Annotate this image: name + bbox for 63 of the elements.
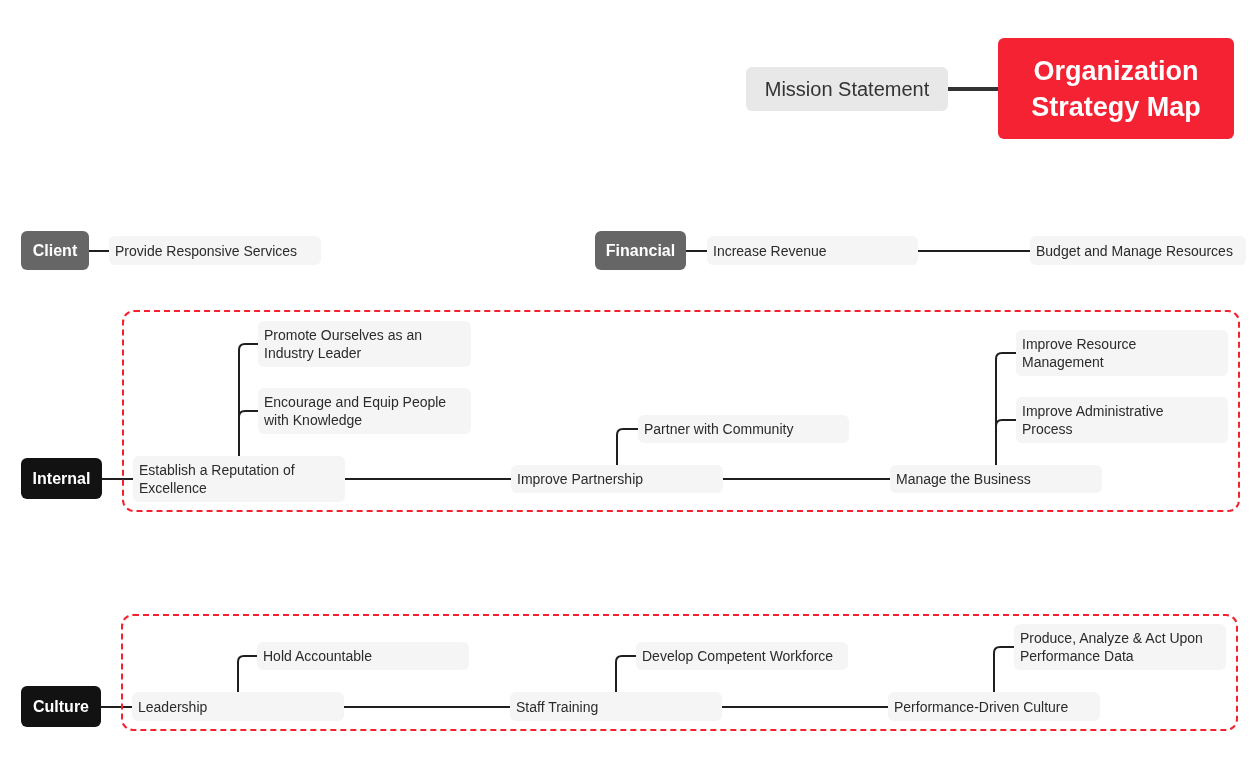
subtopic-text: Improve Partnership — [517, 470, 644, 488]
connector-line — [721, 706, 889, 708]
subtopic-text: Partner with Community — [644, 420, 794, 438]
subtopic-box — [133, 456, 345, 502]
subtopic-box — [257, 642, 469, 670]
subtopic-text: Increase Revenue — [713, 241, 827, 260]
topic-box — [746, 67, 948, 111]
subtopic-text: Develop Competent Workforce — [642, 647, 834, 665]
subtopic-text: Provide Responsive Services — [115, 241, 298, 260]
subtopic-text: Improve Administrative Process — [1022, 402, 1165, 438]
category-label: Culture — [33, 697, 89, 716]
subtopic-text: Leadership — [138, 697, 208, 716]
connector-line — [101, 478, 134, 480]
connector-line — [685, 250, 708, 252]
subtopic-box — [707, 236, 918, 265]
subtopic-text: Establish a Reputation of Excellence — [139, 461, 296, 497]
subtopic-box — [109, 236, 321, 265]
subtopic-text: Budget and Manage Resources — [1036, 241, 1233, 260]
connector-line — [238, 410, 259, 457]
topic-text: Mission Statement — [764, 77, 930, 101]
subtopic-box — [888, 692, 1100, 721]
subtopic-box — [1014, 624, 1226, 670]
dashed-boundary — [122, 310, 1240, 512]
subtopic-text: Performance-Driven Culture — [894, 697, 1069, 716]
subtopic-box — [1016, 330, 1228, 376]
subtopic-box — [258, 321, 471, 367]
category-label: Internal — [32, 469, 91, 488]
category-tag — [21, 686, 101, 727]
connector-line — [993, 646, 1015, 693]
subtopic-box — [638, 415, 849, 443]
connector-line — [615, 655, 637, 693]
connector-line — [100, 706, 133, 708]
subtopic-box — [636, 642, 848, 670]
connector-line — [995, 419, 1017, 466]
subtopic-text: Staff Training — [516, 697, 599, 716]
subtopic-text: Promote Ourselves as an Industry Leader — [264, 326, 423, 362]
central-topic-box — [998, 38, 1234, 139]
category-label: Financial — [605, 241, 676, 260]
subtopic-text: Hold Accountable — [263, 647, 372, 665]
subtopic-text: Manage the Business — [896, 470, 1031, 488]
connector-line — [616, 428, 639, 466]
connector-line — [88, 250, 110, 252]
subtopic-box — [511, 465, 723, 493]
central-topic-text: Organization Strategy Map — [1030, 54, 1202, 124]
subtopic-text: Improve Resource Management — [1022, 335, 1138, 371]
subtopic-text: Encourage and Equip People with Knowledge — [264, 393, 448, 429]
category-tag — [595, 231, 686, 270]
category-label: Client — [32, 241, 78, 260]
dashed-boundary — [121, 614, 1238, 731]
subtopic-box — [258, 388, 471, 434]
category-tag — [21, 458, 102, 499]
subtopic-box — [890, 465, 1102, 493]
connector-line — [948, 87, 998, 91]
connector-line — [343, 706, 511, 708]
subtopic-text: Produce, Analyze & Act Upon Performance Data — [1020, 629, 1204, 665]
category-tag — [21, 231, 89, 270]
subtopic-box — [132, 692, 344, 721]
connector-line — [722, 478, 891, 480]
connector-line — [917, 250, 1031, 252]
subtopic-box — [1016, 397, 1228, 443]
connector-line — [344, 478, 512, 480]
subtopic-box — [1030, 236, 1246, 265]
subtopic-box — [510, 692, 722, 721]
